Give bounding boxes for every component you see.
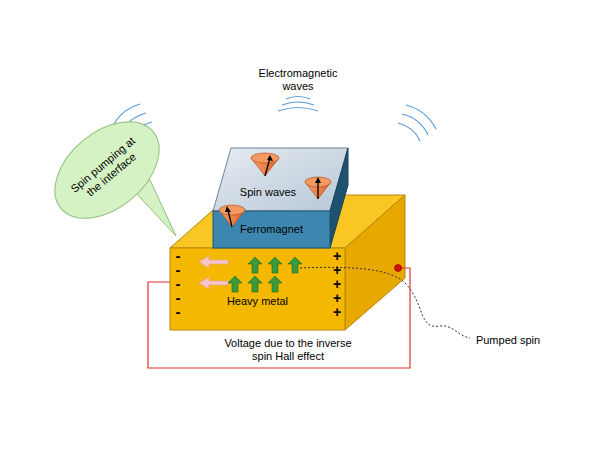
arrow-head <box>267 155 273 161</box>
plus-sign: + <box>331 276 343 292</box>
ferromagnet-top <box>213 148 348 211</box>
plus-sign: + <box>331 262 343 278</box>
wave-arc <box>286 97 310 100</box>
voltage-wire <box>148 268 410 368</box>
heavy-metal-side <box>345 195 405 330</box>
cone-top <box>251 153 279 163</box>
wave-arc <box>278 108 318 112</box>
leader-line <box>300 267 470 338</box>
spin-up-arrow <box>248 276 262 292</box>
wave-arc <box>398 123 420 141</box>
spin-cone <box>251 153 279 176</box>
heavy-metal-front <box>170 248 345 330</box>
spin-waves-label: Spin waves <box>238 186 298 199</box>
charge-current-arrows <box>199 256 228 289</box>
cone-top <box>219 205 245 215</box>
voltage-label: Voltage due to the inverse spin Hall eff… <box>213 337 363 362</box>
arrow-head <box>225 206 231 212</box>
spin-up-arrow <box>268 257 282 273</box>
plus-sign: + <box>331 290 343 306</box>
heavy-metal-layer: Heavy metal <box>170 248 345 330</box>
spin-cone <box>305 177 331 199</box>
ferromagnet-layer: Ferromagnet <box>213 211 330 248</box>
wave-arc <box>406 105 436 129</box>
wave-label: Electromagnetic waves <box>253 67 343 92</box>
contact-dot <box>395 265 402 272</box>
ferromagnet-front <box>213 211 330 248</box>
node-label: Ferromagnet <box>240 223 303 236</box>
wave-arc <box>282 102 314 105</box>
wave-arc <box>402 114 428 135</box>
spin-up-arrow <box>228 276 242 292</box>
bubble-ellipse <box>47 120 167 220</box>
spin-arrows <box>228 257 302 292</box>
spin-arrow <box>265 158 270 176</box>
spin-arrow <box>317 181 318 199</box>
plus-sign: + <box>331 304 343 320</box>
node-label: Heavy metal <box>227 295 288 308</box>
plus-sign: + <box>331 248 343 264</box>
spin-up-arrow <box>268 276 282 292</box>
minus-sign: - <box>173 303 183 320</box>
spin-arrow <box>228 210 232 227</box>
arrow-head <box>315 177 321 183</box>
current-arrow <box>199 256 228 268</box>
wave-arcs <box>112 97 436 142</box>
ferromagnet-side <box>330 148 348 248</box>
spin-up-arrow <box>248 257 262 273</box>
pumped-spin-label: Pumped spin <box>473 334 543 347</box>
current-arrow <box>199 277 228 289</box>
spin-up-arrow <box>288 257 302 273</box>
speech-bubble: Spin pumping at the interface <box>47 120 167 220</box>
